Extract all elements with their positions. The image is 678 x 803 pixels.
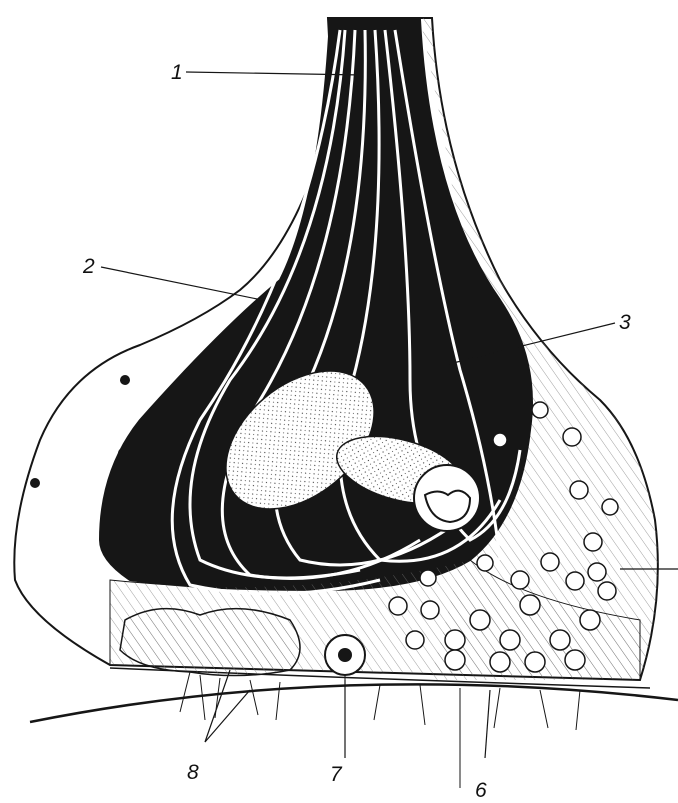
label-6: 6 bbox=[475, 780, 487, 801]
label-7: 7 bbox=[330, 764, 342, 785]
label-2: 2 bbox=[83, 256, 95, 277]
label-8: 8 bbox=[187, 762, 199, 783]
label-1: 1 bbox=[171, 62, 183, 83]
label-3: 3 bbox=[619, 312, 631, 333]
